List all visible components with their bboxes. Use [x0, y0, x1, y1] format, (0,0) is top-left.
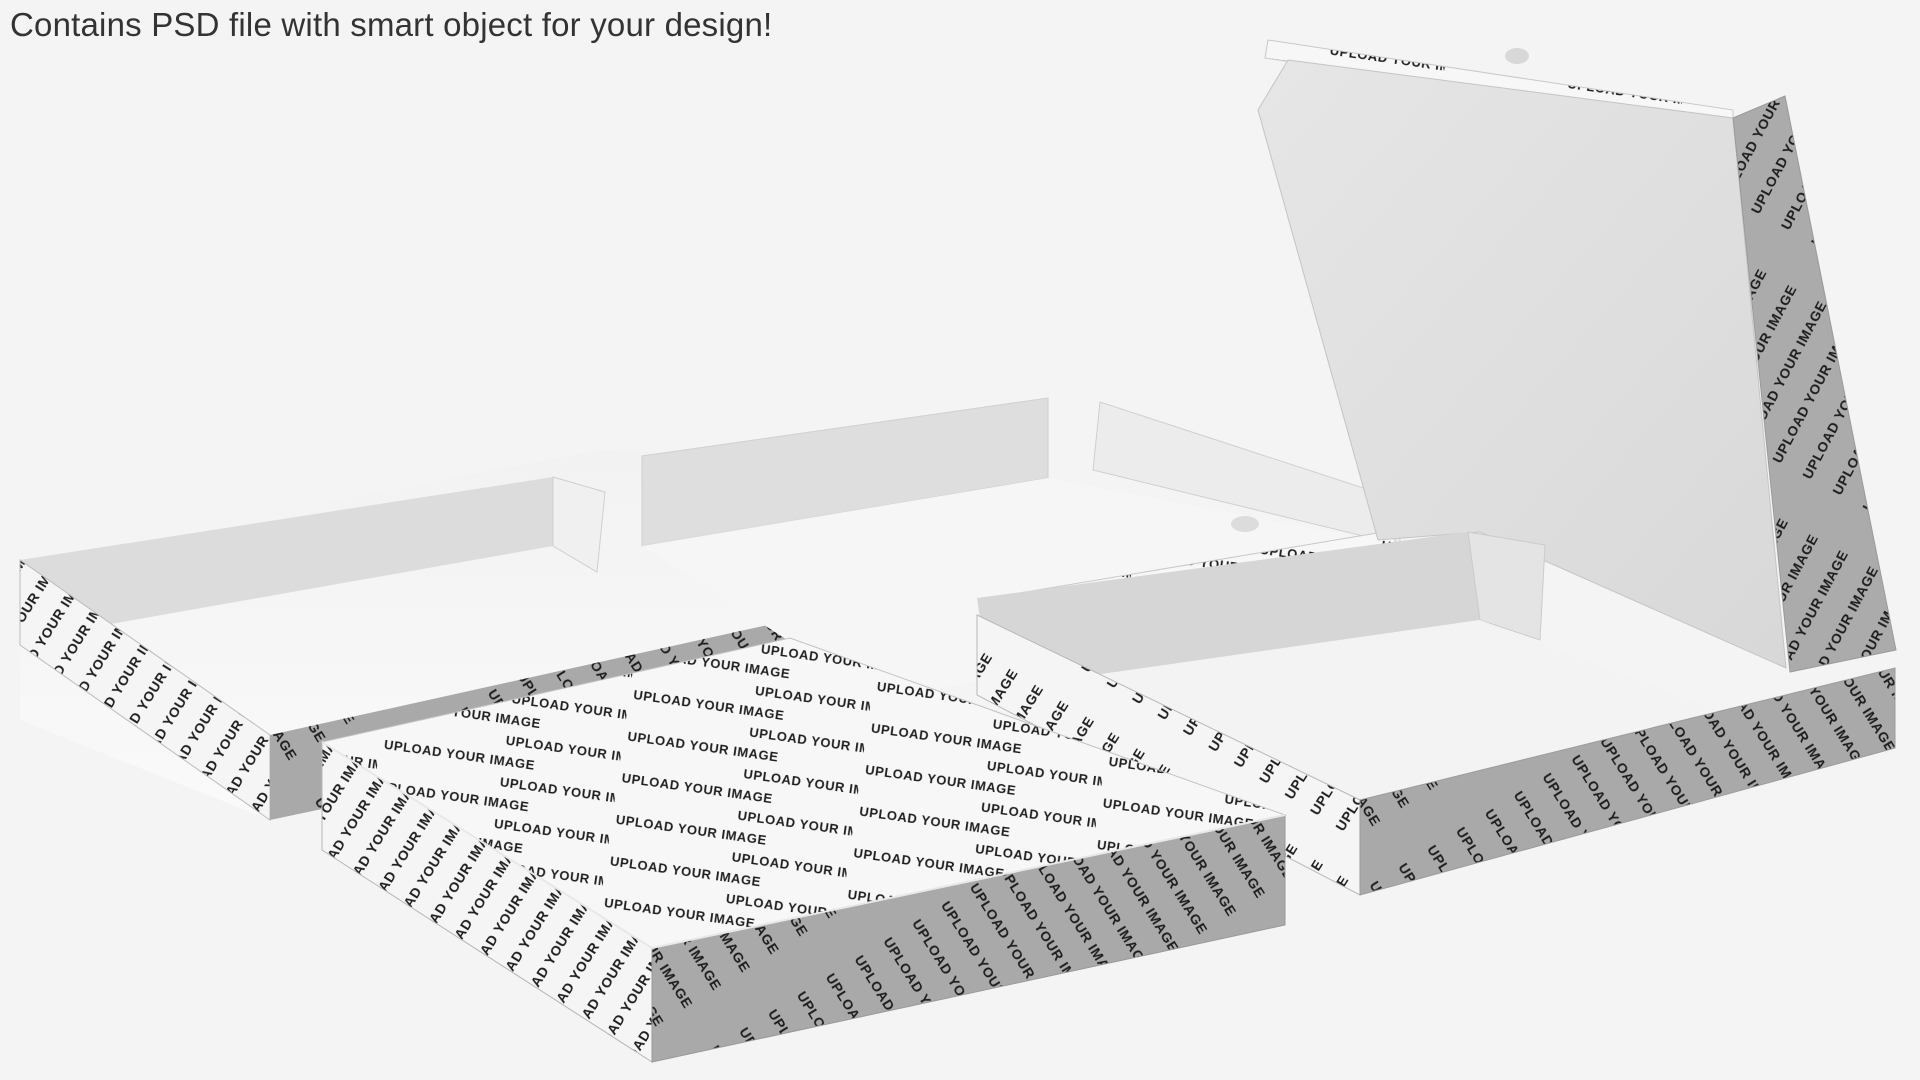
left-tray-back-flap	[552, 476, 606, 573]
right-lid-tab	[1505, 48, 1529, 64]
right-box-front-side	[1359, 667, 1896, 896]
right-box-inner-flap	[1467, 531, 1546, 641]
left-tray-back-wall	[20, 477, 553, 640]
middle-tray-floor	[642, 478, 1400, 700]
right-open-box	[976, 39, 1897, 896]
caption-text: Contains PSD file with smart object for …	[10, 6, 773, 43]
middle-tray-notch	[1231, 516, 1259, 532]
front-closed-box	[320, 637, 1287, 1063]
closed-box-edge	[321, 741, 1286, 950]
right-lid-side-edge	[1732, 95, 1897, 673]
right-box-back-wall	[977, 532, 1480, 690]
